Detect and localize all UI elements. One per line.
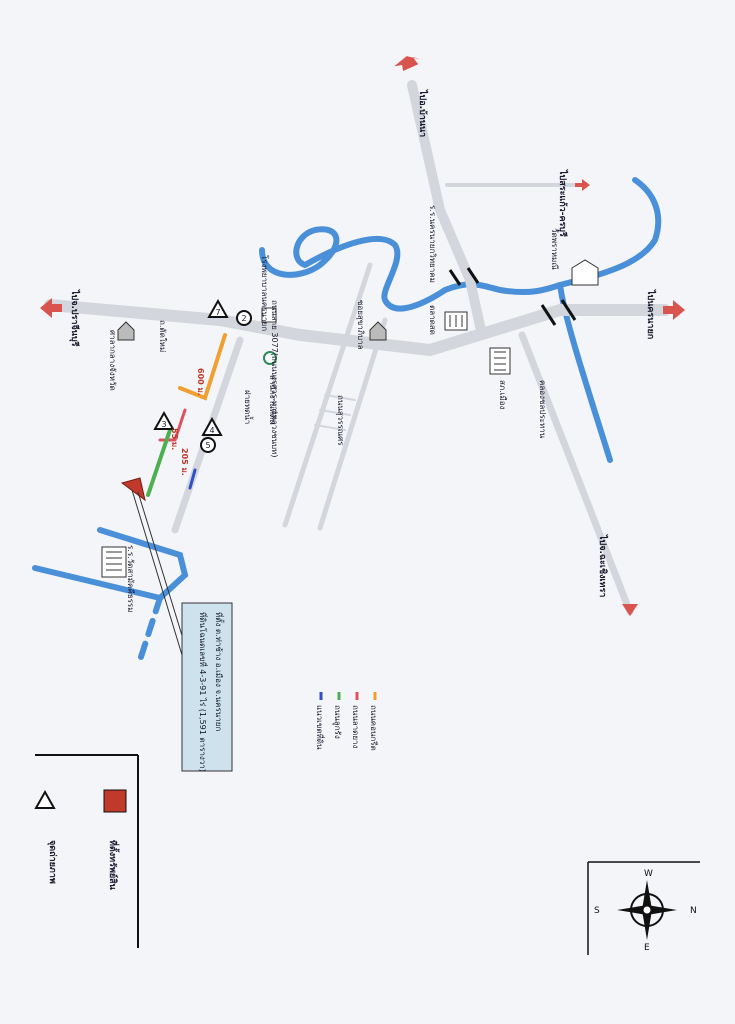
label-road-west: ไปจ.ปราจีนบุรี <box>69 289 81 347</box>
photo-point-5: 5 <box>200 437 216 453</box>
label-temple-office: สำนักงานที่ดิน <box>268 375 279 425</box>
site-legend-icon <box>103 789 127 813</box>
hospital-icon <box>261 307 277 323</box>
label-sub-road-1: ซอยสุขาภิบาล <box>356 300 365 350</box>
label-road-east: ไปนครนายก <box>645 289 657 339</box>
info-line-1: ที่ดินโฉนดเลขที่ 4-3-91 ไร่ (1,591 ตาราง… <box>198 612 209 772</box>
legend-site-label: ที่ตั้งทรัพย์สิน <box>107 840 120 891</box>
label-school-west: ร.ร.วัดสามัคคีธรรม <box>126 545 135 612</box>
photo-points: 7 2 3 4 5 <box>153 298 252 453</box>
photo-point-4: 4 <box>201 416 223 436</box>
photo-point-3: 3 <box>153 410 175 430</box>
label-police: สภ.เมือง <box>498 380 507 410</box>
arrow-top-right-icon <box>575 179 590 191</box>
road-network <box>44 80 671 616</box>
photo-point-legend-icon <box>34 789 56 809</box>
map-labels: ไปอ.บ้านนา ไปสระแก้ว-ครบุรี ไปนครนายก ไป… <box>69 89 657 612</box>
label-road-south-east: ไปจ.ฉะเชิงเทรา <box>597 534 609 597</box>
info-line-2: ที่ตั้ง ต.ท่าช้าง อ.เมือง จ.นครนายก <box>214 612 225 731</box>
market-icon <box>263 351 277 365</box>
compass-w: W <box>644 869 653 879</box>
compass-e: E <box>644 943 650 953</box>
label-temple: วัดพราหมณี <box>550 228 559 270</box>
label-distance-red-2: 205 ม. <box>180 448 189 476</box>
svg-text:5: 5 <box>205 441 210 450</box>
label-hospital: โรงพยาบาลนครนายก <box>260 255 270 331</box>
route-green <box>146 428 172 497</box>
road-connector <box>314 394 356 431</box>
legend-item: ถนนลูกรัง <box>332 692 342 739</box>
svg-text:แนวเขตที่ดิน: แนวเขตที่ดิน <box>315 705 326 750</box>
road-north <box>407 80 487 340</box>
canal-southwest <box>32 527 189 602</box>
label-dam: ฝายทดน้ำ <box>243 390 254 424</box>
photo-point-2: 2 <box>236 310 252 326</box>
svg-text:4: 4 <box>209 426 214 435</box>
svg-text:ถนนลาดยาง: ถนนลาดยาง <box>351 705 360 749</box>
landmarks <box>101 259 599 578</box>
label-school-north: ร.ร.นครนายกวิทยาคม <box>428 205 437 283</box>
label-distance-orange: 600 ม. <box>196 368 205 396</box>
compass-s: S <box>594 906 600 916</box>
info-box: ที่ดินโฉนดเลขที่ 4-3-91 ไร่ (1,591 ตาราง… <box>181 602 233 772</box>
label-road-top: ไปสระแก้ว-ครบุรี <box>557 169 569 237</box>
label-north-road: ไปอ.บ้านนา <box>417 89 429 137</box>
label-sub-road-2: ถนนสุวรรณศร <box>336 395 345 446</box>
svg-text:2: 2 <box>241 314 246 323</box>
route-orange <box>178 333 227 401</box>
label-canal: คลองชลประทาน <box>538 380 547 439</box>
legend-photo-label: จุดถ่ายภาพ <box>47 840 58 884</box>
label-main-highway: ถนนสาย 3077(ถนนนเรศวร-ทางหลวงชนบท) <box>270 300 279 458</box>
temple-icon <box>571 259 599 286</box>
compass-rose-icon <box>617 880 677 940</box>
govt-building-icon <box>489 347 511 375</box>
svg-text:ถนนคอนกรีต: ถนนคอนกรีต <box>369 705 378 751</box>
svg-text:7: 7 <box>215 308 220 317</box>
canal-south-dash <box>137 595 163 663</box>
compass-n: N <box>690 906 697 916</box>
house-icon <box>369 321 387 341</box>
bridge-north-icon <box>448 267 480 286</box>
road-south-east <box>518 331 634 616</box>
site-marker-icon <box>120 477 146 502</box>
arrow-south-east-icon <box>622 604 638 616</box>
label-govt: ศาลากลางจังหวัด <box>108 330 117 391</box>
legend-item: ถนนลาดยาง <box>351 692 360 749</box>
route-highlights <box>146 333 227 497</box>
label-sub-road-3: ถ.ตัดใหม่ <box>158 320 167 352</box>
symbol-legend: จุดถ่ายภาพ ที่ตั้งทรัพย์สิน <box>34 754 139 948</box>
svg-text:3: 3 <box>161 420 166 429</box>
legend-item: แนวเขตที่ดิน <box>315 692 326 750</box>
direction-arrows <box>40 56 685 616</box>
road-main-highway <box>44 299 671 357</box>
compass: N S W E <box>587 861 700 955</box>
arrow-east-icon <box>663 300 685 320</box>
river-network <box>32 177 662 663</box>
label-market: ตลาดสด <box>428 305 437 335</box>
info-pointer <box>131 489 189 656</box>
bridge-east-icon <box>540 299 577 326</box>
house-icon <box>117 321 135 341</box>
arrow-west-icon <box>40 298 62 318</box>
photo-point-7: 7 <box>207 298 229 318</box>
road-sub-2 <box>317 317 388 531</box>
route-blue <box>188 468 197 490</box>
arrow-north-icon <box>394 56 422 71</box>
bridges <box>448 267 577 326</box>
legend-item: ถนนคอนกรีต <box>369 692 378 751</box>
label-distance-red-1: 55 ม. <box>170 428 179 450</box>
river-branch-east <box>557 282 613 463</box>
route-legend: ถนนคอนกรีต ถนนลาดยาง ถนนลูกรัง แนวเขตที่… <box>315 692 378 751</box>
svg-text:ถนนลูกรัง: ถนนลูกรัง <box>332 705 342 739</box>
